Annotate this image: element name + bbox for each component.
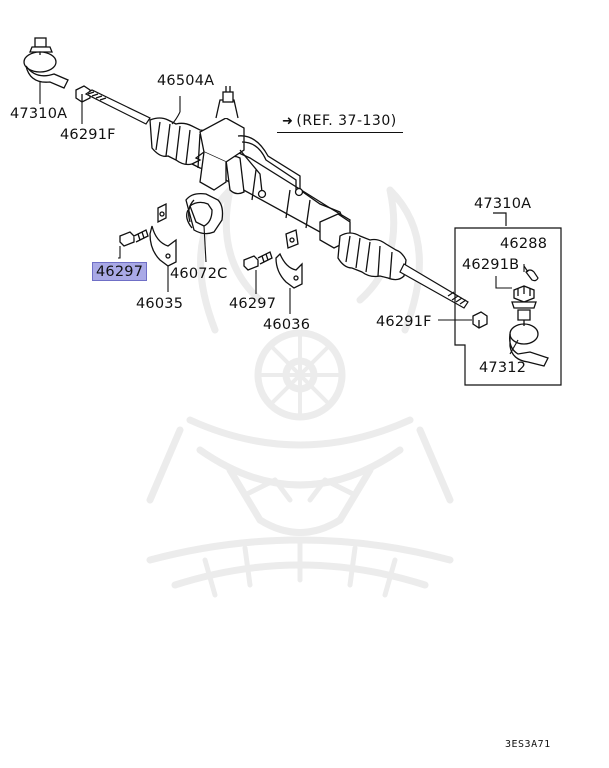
label-nut-right: 46291F (376, 314, 432, 330)
label-cotter-pin: 46288 (500, 236, 548, 252)
nut-left (75, 85, 91, 103)
reference-text: (REF. 37-130) (296, 113, 397, 129)
label-bolt-right: 46297 (229, 296, 277, 312)
tie-rod-left (84, 89, 151, 125)
bolt-left (119, 229, 149, 247)
watermark-emblem (146, 186, 454, 598)
label-bushing: 46072C (170, 266, 228, 282)
bolt-right (243, 251, 273, 271)
cotter-pin (523, 265, 539, 282)
label-tie-rod-end-right: 47310A (474, 196, 532, 212)
clamp-left (149, 202, 177, 267)
label-castle-nut: 46291B (462, 257, 520, 273)
tie-rod-end-right-box (454, 212, 562, 386)
figure-code: 3ES3A71 (505, 739, 551, 750)
tie-rod-end-left (23, 37, 69, 89)
steering-rack-assembly (149, 86, 407, 281)
leader-lines (39, 82, 525, 355)
label-clamp-left: 46035 (136, 296, 184, 312)
label-clamp-right: 46036 (263, 317, 311, 333)
label-tie-rod-end-body: 47312 (479, 360, 527, 376)
tie-rod-right (399, 263, 469, 309)
label-bolt-left-highlighted[interactable]: 46297 (92, 262, 148, 281)
reference-note: ➜(REF. 37-130) (277, 113, 403, 133)
nut-right (472, 311, 488, 329)
castle-nut (511, 285, 537, 309)
reference-underline (277, 132, 403, 133)
clamp-right (275, 229, 303, 289)
label-nut-left: 46291F (60, 127, 116, 143)
tie-rod-end-body (509, 309, 549, 367)
arrow-right-icon: ➜ (282, 114, 294, 129)
label-tie-rod-end-left: 47310A (10, 106, 68, 122)
label-rack-assembly: 46504A (157, 73, 215, 89)
mounting-bushing (185, 192, 224, 235)
